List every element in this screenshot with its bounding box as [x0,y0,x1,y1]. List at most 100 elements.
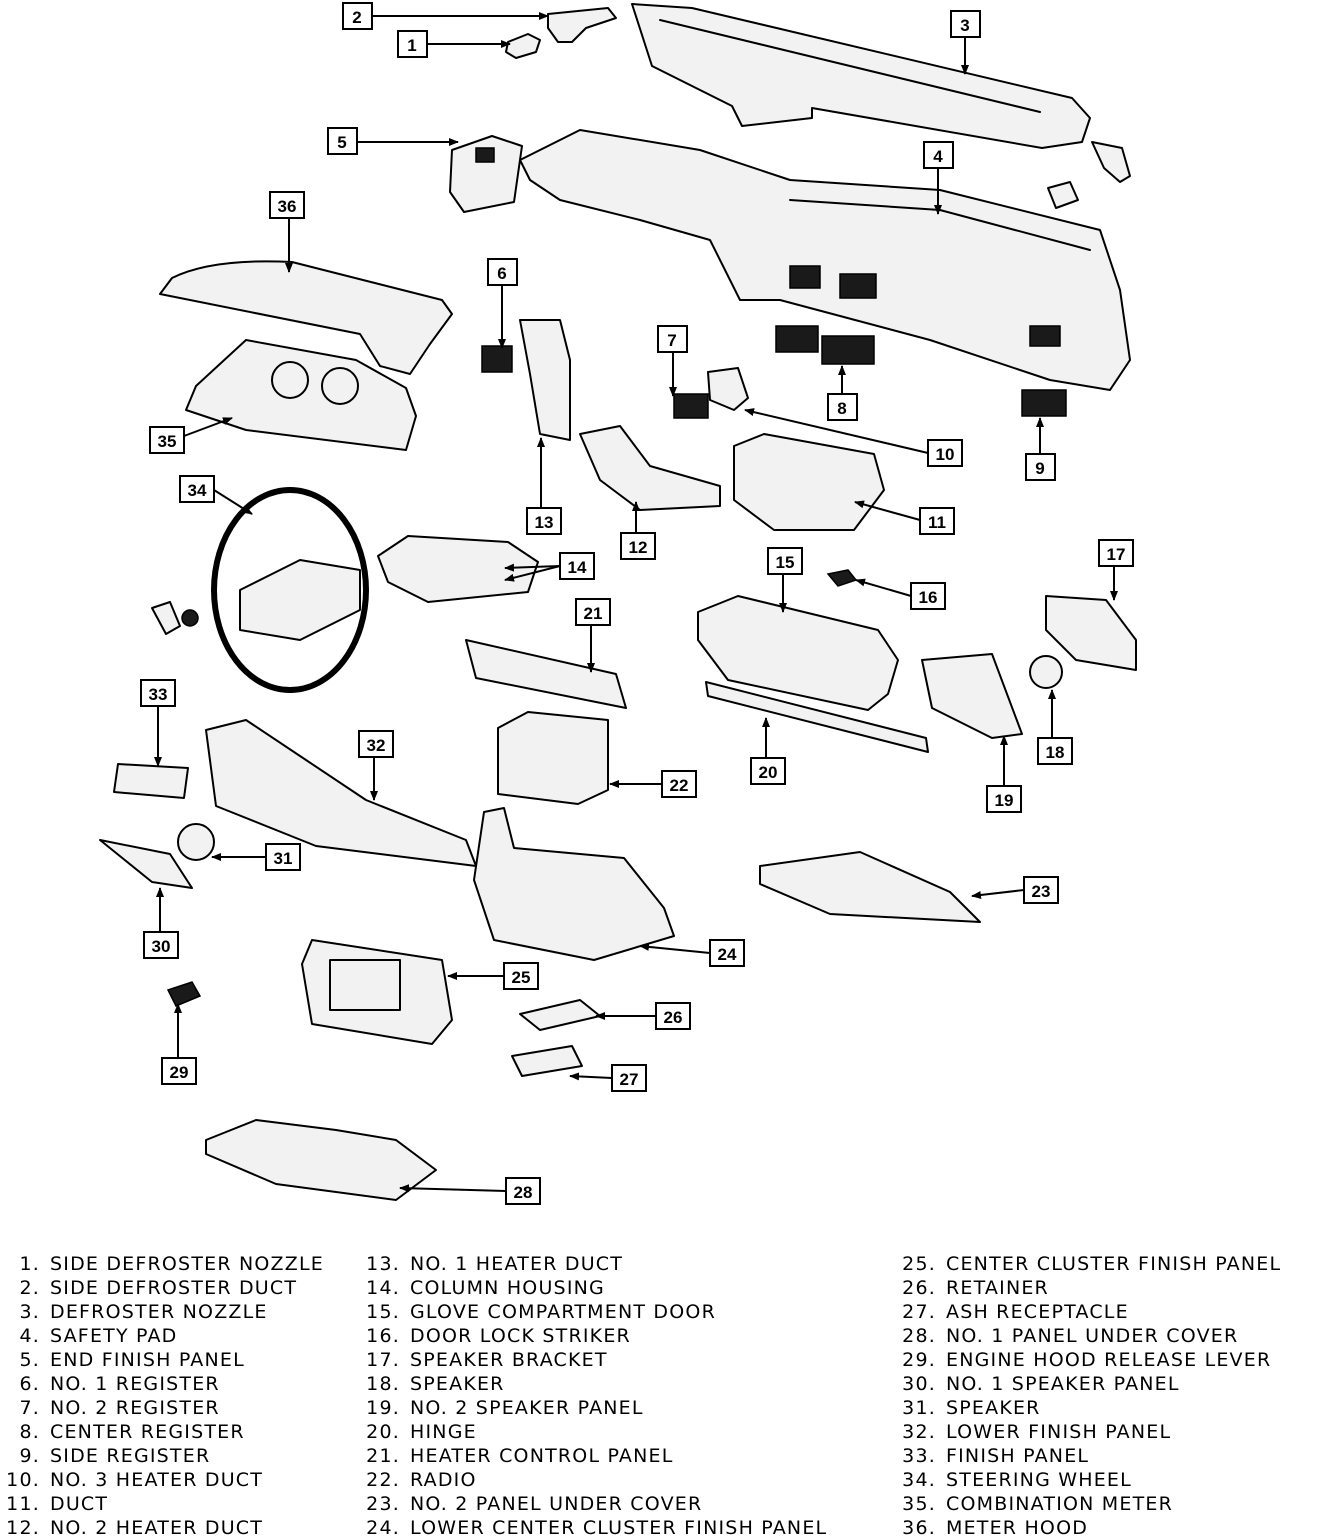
svg-text:19: 19 [995,791,1014,810]
callout-35: 35 [149,426,185,454]
svg-text:2: 2 [352,8,361,27]
svg-text:24: 24 [718,945,737,964]
svg-text:25: 25 [512,968,531,987]
legend-item: 22.RADIO [366,1469,477,1491]
svg-text:1: 1 [407,36,416,55]
radio-drawing [497,711,609,805]
legend-item: 23.NO. 2 PANEL UNDER COVER [366,1493,703,1515]
callout-27: 27 [611,1064,647,1092]
callout-22: 22 [661,770,697,798]
legend-item: 8.CENTER REGISTER [19,1421,245,1443]
svg-text:11: 11 [928,513,946,532]
svg-text:8: 8 [837,399,846,418]
callout-6: 6 [487,258,518,286]
no2-panel-under-cover-drawing [759,851,981,923]
legend-item: 16.DOOR LOCK STRIKER [366,1325,631,1347]
callout-32: 32 [358,730,394,758]
finish-panel-drawing [113,763,189,799]
hinge-drawing [705,681,929,753]
legend-item: 11.DUCT [6,1493,109,1515]
callout-36: 36 [269,191,305,219]
callout-8: 8 [827,393,858,421]
svg-text:6: 6 [497,264,506,283]
legend-item: 24.LOWER CENTER CLUSTER FINISH PANEL [366,1517,828,1539]
legend-item: 17.SPEAKER BRACKET [366,1349,608,1371]
steering-wheel-drawing [211,487,369,693]
svg-text:23: 23 [1032,882,1051,901]
svg-text:32: 32 [367,736,386,755]
callout-30: 30 [143,931,179,959]
svg-text:34: 34 [188,481,207,500]
svg-text:27: 27 [620,1070,639,1089]
no2-register-drawing [673,393,709,419]
retainer-drawing [519,999,601,1031]
callout-2: 2 [342,2,373,30]
svg-text:30: 30 [152,937,171,956]
legend-item: 19.NO. 2 SPEAKER PANEL [366,1397,644,1419]
svg-text:22: 22 [670,776,689,795]
callout-25: 25 [503,962,539,990]
svg-text:9: 9 [1035,459,1044,478]
callout-23: 23 [1023,876,1059,904]
svg-text:7: 7 [667,331,676,350]
legend-column-3: 25.CENTER CLUSTER FINISH PANEL 26.RETAIN… [886,1252,1281,1540]
legend-item: 3.DEFROSTER NOZZLE [19,1301,268,1323]
svg-text:14: 14 [568,558,587,577]
callout-34: 34 [179,475,215,503]
legend-item: 13.NO. 1 HEATER DUCT [366,1253,624,1275]
legend-item: 1.SIDE DEFROSTER NOZZLE [19,1253,324,1275]
legend-column-2: 13.NO. 1 HEATER DUCT 14.COLUMN HOUSING 1… [350,1252,827,1540]
no1-speaker-panel-drawing [99,839,193,889]
defroster-end-drawing [1091,141,1131,183]
center-cluster-finish-panel-drawing [301,939,453,1045]
legend-item: 10.NO. 3 HEATER DUCT [6,1469,264,1491]
svg-text:17: 17 [1107,545,1126,564]
svg-text:3: 3 [960,16,969,35]
exploded-parts-diagram: 1 2 3 4 5 6 7 8 9 10 11 12 13 14 15 16 1… [99,2,1137,1205]
legend-item: 31.SPEAKER [902,1397,1041,1419]
callout-28: 28 [505,1177,541,1205]
svg-text:20: 20 [759,763,778,782]
callout-10: 10 [927,439,963,467]
end-finish-panel-drawing [449,135,523,213]
callout-16: 16 [910,582,946,610]
side-register-drawing [1021,389,1067,417]
svg-text:35: 35 [158,432,177,451]
no3-heater-duct-drawing [707,367,749,411]
callout-13: 13 [526,507,562,535]
callout-11: 11 [919,507,955,535]
no2-heater-duct-drawing [579,425,721,511]
callout-3: 3 [950,10,981,38]
callout-14: 14 [559,552,595,580]
speaker-right-drawing [1029,655,1063,689]
ash-receptacle-drawing [511,1045,583,1077]
legend-item: 12.NO. 2 HEATER DUCT [6,1517,264,1539]
door-lock-striker-drawing [826,569,858,587]
legend-item: 27.ASH RECEPTACLE [902,1301,1129,1323]
legend-item: 18.SPEAKER [366,1373,505,1395]
svg-text:16: 16 [919,588,938,607]
no1-panel-under-cover-drawing [205,1119,437,1201]
legend-item: 2.SIDE DEFROSTER DUCT [19,1277,298,1299]
legend-item: 28.NO. 1 PANEL UNDER COVER [902,1325,1239,1347]
callout-26: 26 [655,1002,691,1030]
legend-item: 6.NO. 1 REGISTER [19,1373,220,1395]
legend-item: 9.SIDE REGISTER [19,1445,211,1467]
svg-text:13: 13 [535,513,554,532]
lower-finish-panel-drawing [205,719,477,867]
svg-text:29: 29 [170,1063,189,1082]
callout-12: 12 [620,532,656,560]
svg-text:4: 4 [933,147,943,166]
legend-item: 25.CENTER CLUSTER FINISH PANEL [902,1253,1282,1275]
legend-item: 32.LOWER FINISH PANEL [902,1421,1172,1443]
legend-item: 29.ENGINE HOOD RELEASE LEVER [902,1349,1272,1371]
speaker-bracket-drawing [1045,595,1137,671]
no1-heater-duct-drawing [519,319,571,441]
callout-24: 24 [709,939,745,967]
callout-31: 31 [265,843,301,871]
callout-18: 18 [1037,737,1073,765]
part-illustrations [99,3,1137,1201]
legend-item: 21.HEATER CONTROL PANEL [366,1445,674,1467]
svg-text:15: 15 [776,553,795,572]
svg-text:31: 31 [274,849,293,868]
